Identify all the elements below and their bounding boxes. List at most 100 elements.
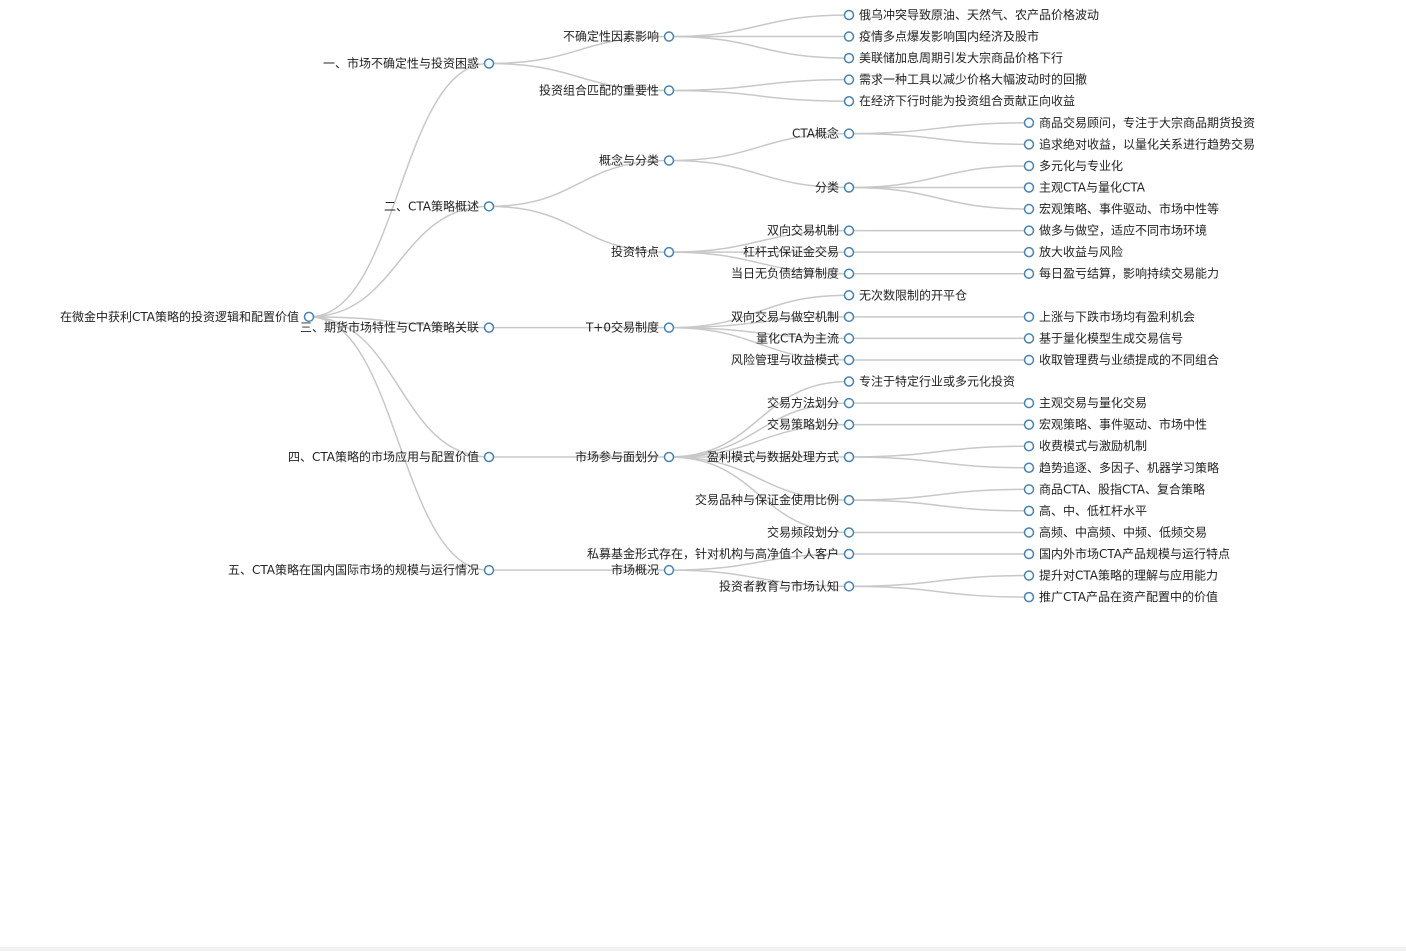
mindmap-node-depth-3[interactable]: 美联储加息周期引发大宗商品价格下行 — [843, 50, 1064, 65]
node-toggle-circle[interactable] — [843, 527, 855, 538]
node-toggle-circle[interactable] — [843, 128, 855, 139]
mindmap-node-depth-2[interactable]: 投资特点 — [611, 244, 675, 259]
node-toggle-circle[interactable] — [1023, 527, 1035, 538]
node-toggle-circle[interactable] — [483, 564, 495, 576]
node-toggle-circle[interactable] — [1023, 591, 1035, 603]
mindmap-node-depth-4[interactable]: 国内外市场CTA产品规模与运行特点 — [1023, 546, 1231, 561]
node-toggle-circle[interactable] — [1023, 182, 1035, 193]
root-node[interactable]: 在微金中获利CTA策略的投资逻辑和配置价值 — [60, 309, 315, 324]
mindmap-node-depth-3[interactable]: 交易方法划分 — [767, 395, 855, 410]
mindmap-node-depth-2[interactable]: 市场参与面划分 — [575, 449, 675, 464]
mindmap-node-depth-3[interactable]: 需求一种工具以减少价格大幅波动时的回撤 — [843, 72, 1088, 87]
node-toggle-circle[interactable] — [1023, 160, 1035, 172]
node-toggle-circle[interactable] — [1023, 548, 1035, 560]
mindmap-node-depth-2[interactable]: T+0交易制度 — [585, 320, 675, 335]
mindmap-node-depth-4[interactable]: 主观CTA与量化CTA — [1023, 180, 1146, 194]
node-toggle-circle[interactable] — [843, 376, 855, 387]
mindmap-node-depth-4[interactable]: 每日盈亏结算，影响持续交易能力 — [1023, 266, 1220, 281]
node-toggle-circle[interactable] — [663, 322, 675, 333]
node-toggle-circle[interactable] — [843, 182, 855, 193]
mindmap-node-depth-2[interactable]: 概念与分类 — [599, 153, 675, 168]
node-toggle-circle[interactable] — [1023, 311, 1035, 323]
mindmap-node-depth-3[interactable]: CTA概念 — [792, 126, 855, 141]
mindmap-node-depth-4[interactable]: 主观交易与量化交易 — [1023, 395, 1148, 410]
node-toggle-circle[interactable] — [483, 451, 495, 463]
mindmap-node-depth-3[interactable]: 盈利模式与数据处理方式 — [707, 449, 855, 464]
mindmap-node-depth-3[interactable]: 双向交易机制 — [767, 223, 855, 238]
node-toggle-circle[interactable] — [843, 9, 855, 21]
node-toggle-circle[interactable] — [1023, 570, 1035, 581]
mindmap-node-depth-1[interactable]: 三、期货市场特性与CTA策略关联 — [300, 320, 495, 335]
mindmap-node-depth-3[interactable]: 无次数限制的开平仓 — [843, 287, 968, 302]
node-toggle-circle[interactable] — [1023, 419, 1035, 430]
node-toggle-circle[interactable] — [483, 201, 495, 212]
mindmap-node-depth-4[interactable]: 高、中、低杠杆水平 — [1023, 503, 1148, 518]
node-toggle-circle[interactable] — [843, 268, 855, 279]
mindmap-node-depth-3[interactable]: 交易品种与保证金使用比例 — [695, 492, 855, 507]
mindmap-node-depth-3[interactable]: 当日无负债结算制度 — [731, 266, 855, 281]
node-toggle-circle[interactable] — [663, 564, 675, 576]
node-toggle-circle[interactable] — [663, 451, 675, 463]
node-toggle-circle[interactable] — [843, 451, 855, 463]
mindmap-node-depth-4[interactable]: 放大收益与风险 — [1023, 244, 1124, 259]
node-toggle-circle[interactable] — [843, 311, 855, 323]
node-toggle-circle[interactable] — [1023, 117, 1035, 129]
node-toggle-circle[interactable] — [843, 95, 855, 107]
mindmap-node-depth-4[interactable]: 收取管理费与业绩提成的不同组合 — [1023, 352, 1220, 367]
node-toggle-circle[interactable] — [663, 155, 675, 166]
node-toggle-circle[interactable] — [483, 322, 495, 333]
node-toggle-circle[interactable] — [1023, 225, 1035, 236]
node-toggle-circle[interactable] — [843, 354, 855, 366]
node-toggle-circle[interactable] — [1023, 505, 1035, 517]
mindmap-node-depth-4[interactable]: 宏观策略、事件驱动、市场中性 — [1023, 417, 1208, 432]
node-toggle-circle[interactable] — [843, 290, 855, 301]
mindmap-node-depth-4[interactable]: 多元化与专业化 — [1023, 158, 1124, 173]
mindmap-node-depth-3[interactable]: 俄乌冲突导致原油、天然气、农产品价格波动 — [843, 7, 1100, 22]
node-toggle-circle[interactable] — [843, 74, 855, 85]
node-toggle-circle[interactable] — [663, 85, 675, 96]
mindmap-node-depth-4[interactable]: 商品交易顾问，专注于大宗商品期货投资 — [1023, 115, 1256, 130]
mindmap-node-depth-2[interactable]: 不确定性因素影响 — [563, 29, 675, 44]
node-toggle-circle[interactable] — [1023, 440, 1035, 452]
mindmap-node-depth-4[interactable]: 高频、中高频、中频、低频交易 — [1023, 524, 1208, 539]
mindmap-node-depth-3[interactable]: 交易策略划分 — [767, 417, 855, 432]
node-toggle-circle[interactable] — [1023, 203, 1035, 215]
mindmap-node-depth-3[interactable]: 疫情多点爆发影响国内经济及股市 — [843, 29, 1040, 44]
mindmap-node-depth-4[interactable]: 提升对CTA策略的理解与应用能力 — [1023, 568, 1219, 583]
mindmap-node-depth-2[interactable]: 市场概况 — [611, 562, 675, 577]
mindmap-node-depth-3[interactable]: 在经济下行时能为投资组合贡献正向收益 — [843, 93, 1076, 108]
node-toggle-circle[interactable] — [303, 311, 315, 323]
mindmap-node-depth-4[interactable]: 追求绝对收益，以量化关系进行趋势交易 — [1023, 136, 1256, 151]
mindmap-node-depth-3[interactable]: 分类 — [815, 180, 855, 194]
node-toggle-circle[interactable] — [1023, 462, 1035, 474]
mindmap-node-depth-1[interactable]: 五、CTA策略在国内国际市场的规模与运行情况 — [228, 562, 495, 577]
mindmap-node-depth-3[interactable]: 专注于特定行业或多元化投资 — [843, 374, 1016, 389]
node-toggle-circle[interactable] — [1023, 397, 1035, 409]
node-toggle-circle[interactable] — [1023, 268, 1035, 279]
mindmap-node-depth-4[interactable]: 收费模式与激励机制 — [1023, 439, 1148, 453]
node-toggle-circle[interactable] — [843, 225, 855, 236]
mindmap-node-depth-3[interactable]: 私募基金形式存在，针对机构与高净值个人客户 — [587, 546, 855, 561]
node-toggle-circle[interactable] — [1023, 484, 1035, 495]
node-toggle-circle[interactable] — [843, 52, 855, 64]
mindmap-node-depth-4[interactable]: 做多与做空，适应不同市场环境 — [1023, 223, 1208, 238]
node-toggle-circle[interactable] — [1023, 333, 1035, 344]
mindmap-node-depth-3[interactable]: 双向交易与做空机制 — [731, 309, 855, 324]
mindmap-node-depth-4[interactable]: 商品CTA、股指CTA、复合策略 — [1023, 481, 1205, 496]
mindmap-node-depth-4[interactable]: 宏观策略、事件驱动、市场中性等 — [1023, 201, 1220, 216]
mindmap-node-depth-4[interactable]: 基于量化模型生成交易信号 — [1023, 330, 1184, 345]
mindmap-node-depth-3[interactable]: 交易频段划分 — [767, 524, 855, 539]
mindmap-node-depth-1[interactable]: 一、市场不确定性与投资困惑 — [323, 56, 495, 71]
mindmap-node-depth-3[interactable]: 量化CTA为主流 — [756, 331, 855, 345]
node-toggle-circle[interactable] — [843, 246, 855, 258]
node-toggle-circle[interactable] — [843, 397, 855, 409]
mindmap-node-depth-4[interactable]: 趋势追逐、多因子、机器学习策略 — [1023, 460, 1220, 475]
node-toggle-circle[interactable] — [663, 246, 675, 258]
mindmap-node-depth-2[interactable]: 投资组合匹配的重要性 — [539, 82, 675, 97]
mindmap-node-depth-3[interactable]: 投资者教育与市场认知 — [719, 578, 855, 593]
node-toggle-circle[interactable] — [1023, 139, 1035, 150]
node-toggle-circle[interactable] — [1023, 246, 1035, 258]
node-toggle-circle[interactable] — [843, 419, 855, 430]
mindmap-node-depth-1[interactable]: 四、CTA策略的市场应用与配置价值 — [288, 449, 495, 464]
node-toggle-circle[interactable] — [843, 333, 855, 344]
